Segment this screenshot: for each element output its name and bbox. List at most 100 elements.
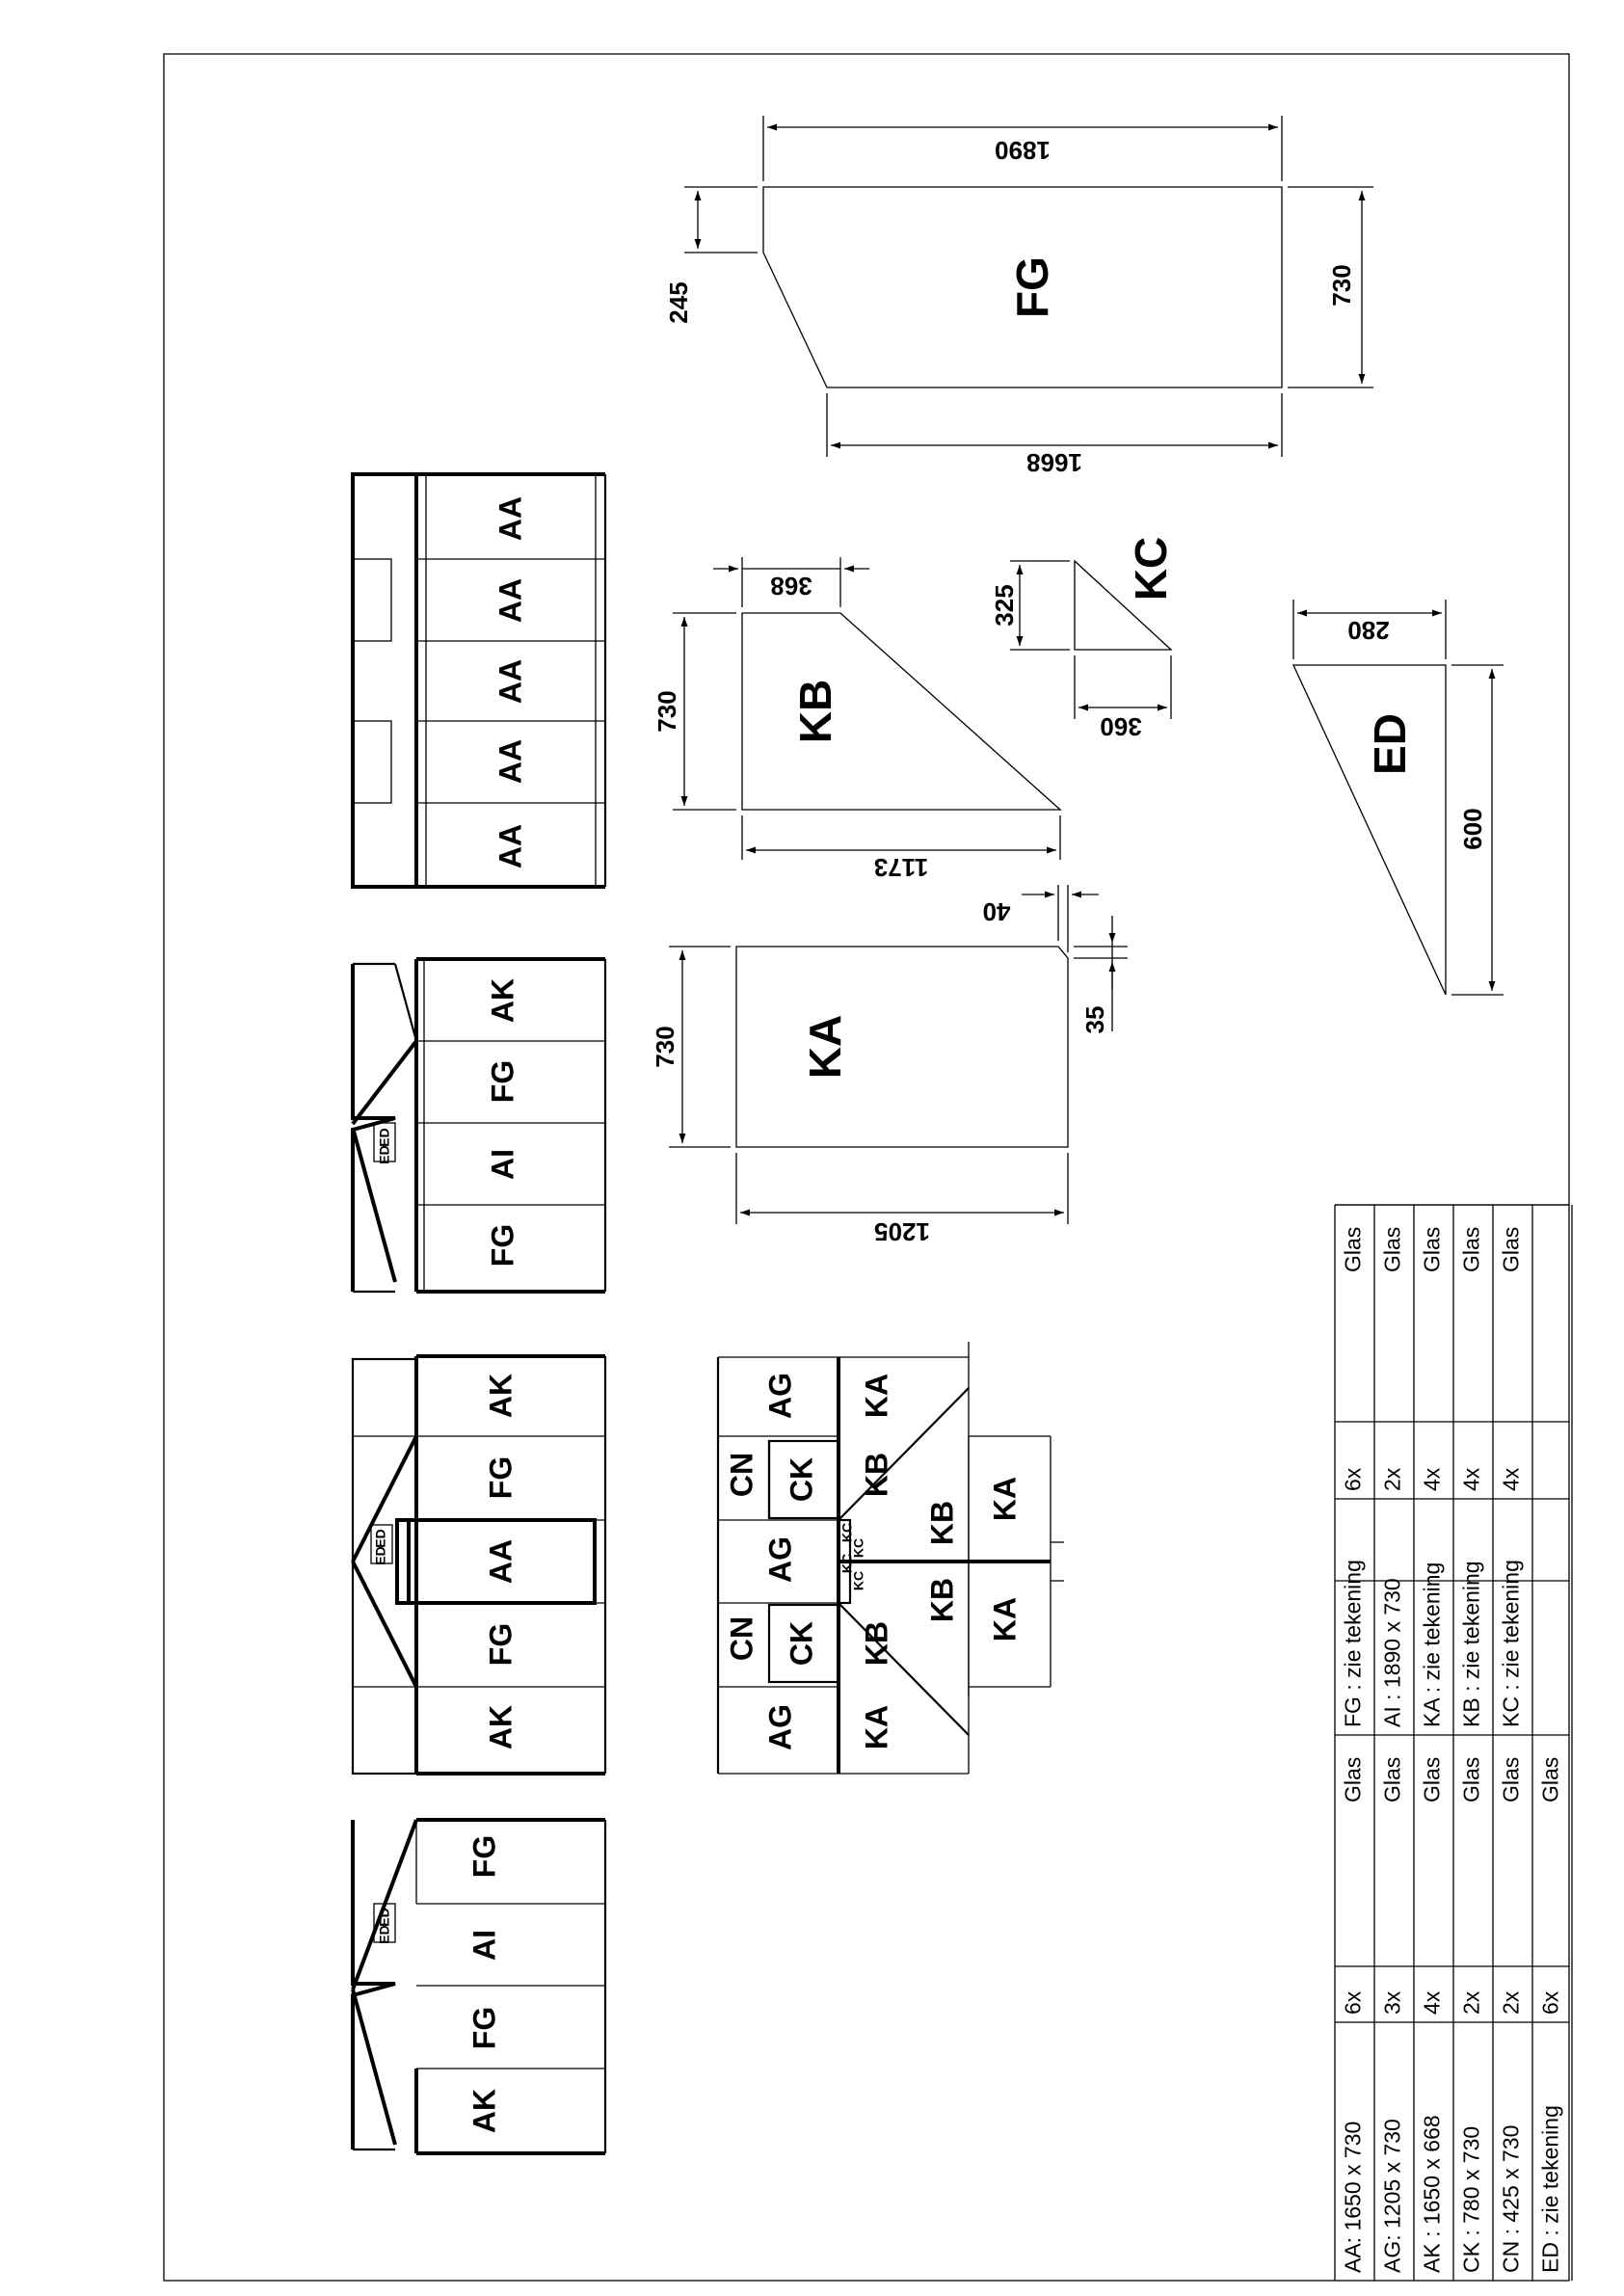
table-cell-material: Glas bbox=[1459, 1757, 1484, 1802]
table-cell-material: Glas bbox=[1341, 1757, 1366, 1802]
table-cell-material: Glas bbox=[1380, 1757, 1405, 1802]
part-kc: KC 325 360 bbox=[990, 537, 1176, 741]
dim-kb-bottom: 1173 bbox=[874, 853, 928, 882]
panel-label: AG bbox=[762, 1704, 797, 1750]
panel-label: AK bbox=[483, 1374, 518, 1418]
table-cell-qty: 2x bbox=[1459, 1990, 1484, 2015]
panel-label: FG bbox=[485, 1060, 519, 1103]
table-cell-part: KC : zie tekening bbox=[1499, 1560, 1524, 1727]
table-cell-qty: 6x bbox=[1341, 1467, 1366, 1491]
panel-label: AA bbox=[493, 739, 527, 784]
panel-label: FG bbox=[483, 1623, 518, 1666]
plan-view: AG AG AG CN CN CK CK KA KB KB KA KB KB K… bbox=[716, 1342, 1064, 1775]
table-cell-part: AK : 1650 x 668 bbox=[1420, 2115, 1445, 2273]
table-cell-material: Glas bbox=[1341, 1227, 1366, 1272]
table-cell-qty: 2x bbox=[1380, 1467, 1405, 1491]
table-cell-part: AG: 1205 x 730 bbox=[1380, 2119, 1405, 2273]
dim-ka-bottom: 1205 bbox=[874, 1217, 930, 1246]
panel-label: KB bbox=[924, 1501, 959, 1545]
panel-label: AA bbox=[493, 659, 527, 704]
dim-kc-width: 360 bbox=[1100, 712, 1141, 741]
table-cell-material: Glas bbox=[1420, 1757, 1445, 1802]
dim-ka-height: 730 bbox=[651, 1026, 679, 1067]
panel-label: KA bbox=[987, 1477, 1022, 1521]
table-cell-part: CK : 780 x 730 bbox=[1459, 2126, 1484, 2273]
panel-label: AG bbox=[762, 1373, 797, 1419]
panel-label: AK bbox=[485, 978, 519, 1023]
panel-label: ED bbox=[377, 1925, 392, 1943]
panel-label: CK bbox=[784, 1621, 818, 1666]
dim-fg-width: 1890 bbox=[995, 136, 1051, 165]
panel-label: CN bbox=[724, 1453, 759, 1497]
panel-label: KA bbox=[859, 1705, 893, 1749]
table-cell-qty: 6x bbox=[1538, 1990, 1563, 2015]
part-label: KB bbox=[790, 680, 840, 743]
part-fg: FG 1890 245 730 1668 bbox=[664, 116, 1373, 477]
panel-label: KB bbox=[859, 1621, 893, 1666]
panel-label: AG bbox=[762, 1536, 797, 1583]
panel-label: KB bbox=[859, 1453, 893, 1497]
table-cell-material: Glas bbox=[1538, 1757, 1563, 1802]
dim-ka-corner-h: 35 bbox=[1080, 1006, 1109, 1034]
dim-fg-cut: 245 bbox=[664, 281, 693, 323]
panel-label: ED bbox=[373, 1546, 388, 1564]
table-cell-part: AI : 1890 x 730 bbox=[1380, 1578, 1405, 1727]
elevation-aa: AA AA AA AA AA bbox=[351, 472, 607, 889]
part-label: KA bbox=[800, 1015, 850, 1079]
table-cell-qty: 6x bbox=[1341, 1990, 1366, 2015]
panel-label: ED bbox=[377, 1145, 392, 1163]
table-cell-part: KB : zie tekening bbox=[1459, 1561, 1484, 1727]
panel-label: AK bbox=[466, 2089, 501, 2133]
panel-label: AI bbox=[466, 1930, 501, 1961]
panel-label: AA bbox=[493, 824, 527, 868]
table-cell-qty: 2x bbox=[1499, 1990, 1524, 2015]
dim-fg-bottom: 1668 bbox=[1026, 448, 1082, 477]
part-label: ED bbox=[1365, 713, 1415, 775]
panel-label: KC bbox=[851, 1571, 866, 1590]
table-cell-material: Glas bbox=[1380, 1227, 1405, 1272]
panel-label: KC bbox=[851, 1538, 866, 1558]
table-cell-part: AA: 1650 x 730 bbox=[1341, 2122, 1366, 2273]
panel-label: ED bbox=[373, 1529, 388, 1547]
table-cell-qty: 4x bbox=[1459, 1467, 1484, 1491]
table-cell-qty: 4x bbox=[1420, 1990, 1445, 2015]
table-cell-material: Glas bbox=[1420, 1227, 1445, 1272]
panel-label: FG bbox=[466, 2007, 501, 2049]
elevation-fg-ai: ED ED AK FG AI FG bbox=[351, 957, 607, 1294]
dim-kc-height: 325 bbox=[990, 584, 1019, 626]
elevation-ak-fg-aa: ED ED AK FG AA FG AK bbox=[351, 1354, 607, 1775]
table-cell-part: KA : zie tekening bbox=[1420, 1562, 1445, 1727]
table-cell-qty: 4x bbox=[1499, 1467, 1524, 1491]
table-cell-qty: 4x bbox=[1420, 1467, 1445, 1491]
panel-label: ED bbox=[377, 1908, 392, 1926]
panel-label: AA bbox=[493, 578, 527, 623]
dim-kb-height: 730 bbox=[652, 690, 681, 732]
sheet-border bbox=[163, 53, 1570, 2282]
panel-label: KB bbox=[924, 1578, 959, 1622]
dim-fg-height: 730 bbox=[1327, 264, 1356, 306]
panel-label: AI bbox=[485, 1149, 519, 1180]
panel-label: KC bbox=[839, 1554, 855, 1573]
table-cell-part: ED : zie tekening bbox=[1538, 2105, 1563, 2273]
elevation-ak-fg-ai: ED ED FG AI FG AK bbox=[351, 1818, 607, 2155]
table-cell-qty: 3x bbox=[1380, 1990, 1405, 2015]
panel-label: CK bbox=[784, 1457, 818, 1502]
table-cell-material: Glas bbox=[1459, 1227, 1484, 1272]
table-cell-part: CN : 425 x 730 bbox=[1499, 2125, 1524, 2273]
panel-label: KA bbox=[987, 1597, 1022, 1642]
panel-label: ED bbox=[377, 1128, 392, 1146]
table-cell-material: Glas bbox=[1499, 1227, 1524, 1272]
panel-label: AK bbox=[483, 1705, 518, 1749]
dim-kb-top: 368 bbox=[770, 572, 812, 601]
panel-label: FG bbox=[485, 1224, 519, 1267]
panel-label: CN bbox=[724, 1616, 759, 1661]
panel-label: KC bbox=[839, 1523, 855, 1542]
part-kb: KB 368 730 1173 bbox=[652, 557, 1062, 882]
part-ed: ED 280 600 bbox=[1291, 600, 1504, 996]
table-cell-material: Glas bbox=[1499, 1757, 1524, 1802]
dim-ka-corner-w: 40 bbox=[983, 897, 1011, 926]
dim-ed-width: 280 bbox=[1347, 616, 1389, 645]
panel-label: KA bbox=[859, 1374, 893, 1418]
table-cell-part: FG : zie tekening bbox=[1341, 1560, 1366, 1727]
